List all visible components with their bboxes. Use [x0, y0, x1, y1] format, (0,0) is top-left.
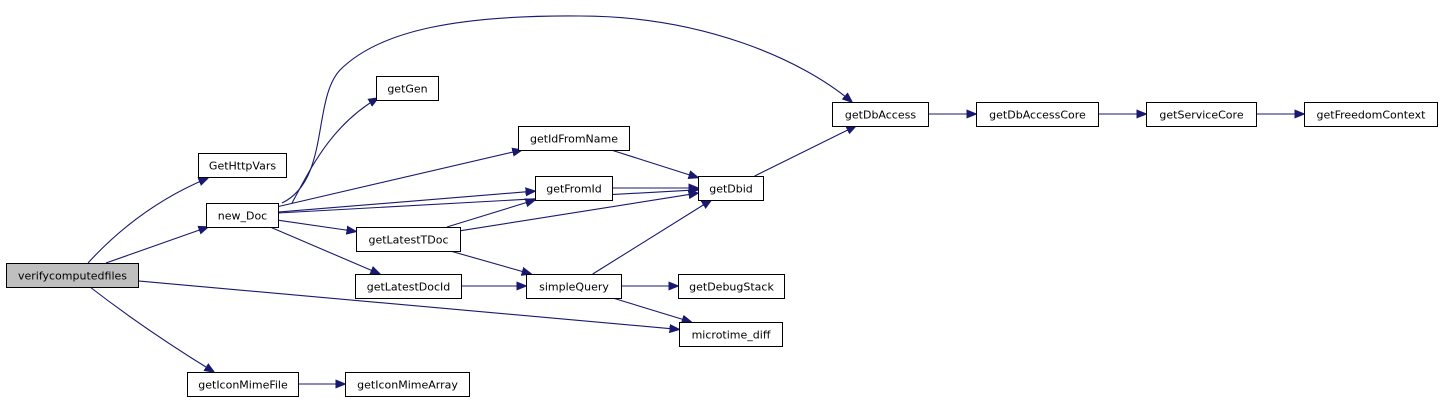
- edge-getLatestTDoc-to-simpleQuery: [450, 250, 531, 274]
- edge-new_Doc-to-getGen: [291, 98, 378, 204]
- node-label: getDbAccess: [845, 109, 916, 122]
- node-label: microtime_diff: [692, 329, 771, 342]
- node-box: [976, 102, 1099, 127]
- node-box: [206, 203, 279, 228]
- node-box: [678, 274, 785, 299]
- edge-new_Doc-to-getIdFromName: [277, 150, 522, 208]
- edges: [87, 15, 1304, 384]
- node-box: [535, 176, 613, 201]
- node-label: getIconMimeFile: [198, 379, 288, 392]
- node-label: getDbid: [709, 183, 753, 196]
- node-GetHttpVars[interactable]: GetHttpVars: [198, 153, 287, 178]
- node-getDbid[interactable]: getDbid: [698, 176, 764, 201]
- node-label: getDbAccessCore: [989, 109, 1086, 122]
- edge-new_Doc-to-getLatestDocId: [269, 226, 380, 274]
- node-box: [1146, 102, 1257, 127]
- node-label: getIdFromName: [530, 133, 618, 146]
- edge-simpleQuery-to-microtime_diff: [612, 297, 692, 322]
- node-getIconMimeFile[interactable]: getIconMimeFile: [187, 372, 299, 397]
- node-getServiceCore[interactable]: getServiceCore: [1146, 102, 1257, 127]
- edge-verifycomputedfiles-to-getIconMimeFile: [89, 286, 214, 372]
- node-getDbAccessCore[interactable]: getDbAccessCore: [976, 102, 1099, 127]
- edge-simpleQuery-to-getDbid: [592, 200, 712, 275]
- node-label: new_Doc: [218, 210, 267, 223]
- node-getFromId[interactable]: getFromId: [535, 176, 613, 201]
- node-box: [187, 372, 299, 397]
- node-box: [679, 322, 783, 347]
- nodes: verifycomputedfilesGetHttpVarsnew_Docget…: [6, 76, 1438, 397]
- node-box: [698, 176, 764, 201]
- node-box: [526, 274, 622, 299]
- node-label: getDebugStack: [689, 281, 774, 294]
- edge-getLatestTDoc-to-getDbid: [459, 193, 698, 232]
- edge-new_Doc-to-getDbAccess: [281, 15, 852, 204]
- node-label: getLatestTDoc: [368, 234, 448, 247]
- node-box: [356, 227, 461, 252]
- edge-getDbid-to-getDbAccess: [754, 126, 856, 177]
- node-getDebugStack[interactable]: getDebugStack: [678, 274, 785, 299]
- node-getIdFromName[interactable]: getIdFromName: [518, 126, 630, 151]
- node-label: getLatestDocId: [367, 281, 451, 294]
- node-box: [198, 153, 287, 178]
- node-getFreedomContext[interactable]: getFreedomContext: [1304, 102, 1438, 127]
- node-label: verifycomputedfiles: [18, 270, 127, 283]
- edge-new_Doc-to-getLatestTDoc: [277, 219, 356, 231]
- node-label: getIconMimeArray: [357, 379, 458, 392]
- edge-getLatestTDoc-to-getFromId: [446, 200, 535, 228]
- edge-new_Doc-to-getFromId: [277, 191, 535, 213]
- edge-new_Doc-to-getDbid: [277, 190, 698, 214]
- node-new_Doc[interactable]: new_Doc: [206, 203, 279, 228]
- node-getGen[interactable]: getGen: [376, 76, 439, 101]
- node-getLatestTDoc[interactable]: getLatestTDoc: [356, 227, 461, 252]
- node-label: simpleQuery: [539, 281, 609, 294]
- node-box: [355, 274, 462, 299]
- edge-verifycomputedfiles-to-new_Doc: [105, 227, 208, 264]
- node-box: [832, 102, 929, 127]
- node-box: [376, 76, 439, 101]
- node-getLatestDocId[interactable]: getLatestDocId: [355, 274, 462, 299]
- node-simpleQuery[interactable]: simpleQuery: [526, 274, 622, 299]
- node-label: getGen: [387, 83, 427, 96]
- node-box: [6, 263, 139, 288]
- node-verifycomputedfiles[interactable]: verifycomputedfiles: [6, 263, 139, 288]
- node-label: GetHttpVars: [209, 160, 276, 173]
- edge-getIdFromName-to-getDbid: [611, 149, 698, 178]
- node-box: [345, 372, 470, 397]
- node-label: getServiceCore: [1159, 109, 1243, 122]
- node-getIconMimeArray[interactable]: getIconMimeArray: [345, 372, 470, 397]
- node-box: [518, 126, 630, 151]
- node-box: [1304, 102, 1438, 127]
- edge-verifycomputedfiles-to-microtime_diff: [137, 280, 679, 330]
- node-microtime_diff[interactable]: microtime_diff: [679, 322, 783, 347]
- node-label: getFreedomContext: [1317, 109, 1427, 122]
- node-getDbAccess[interactable]: getDbAccess: [832, 102, 929, 127]
- edge-verifycomputedfiles-to-GetHttpVars: [87, 178, 208, 264]
- node-label: getFromId: [546, 183, 602, 196]
